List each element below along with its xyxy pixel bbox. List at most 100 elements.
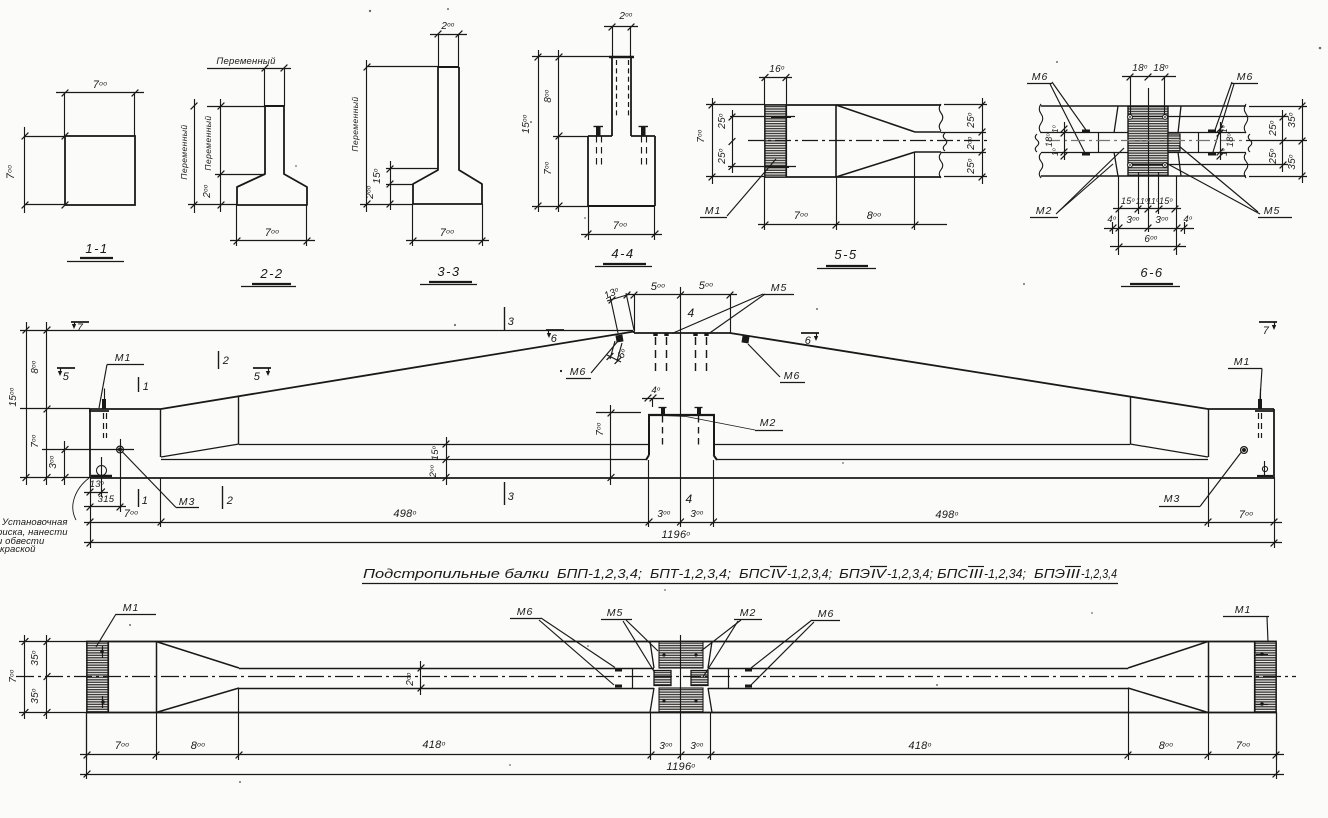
svg-text:15oo: 15oo — [8, 387, 19, 406]
svg-text:М5: М5 — [1264, 205, 1281, 217]
svg-text:25o: 25o — [966, 112, 977, 129]
svg-text:БПП-1,2,3,4;: БПП-1,2,3,4; — [557, 566, 642, 581]
svg-text:1: 1 — [143, 381, 150, 393]
svg-text:Переменный: Переменный — [350, 96, 360, 151]
svg-text:IV: IV — [871, 566, 888, 581]
svg-text:18o: 18o — [1225, 133, 1235, 147]
svg-text:2: 2 — [226, 495, 234, 507]
svg-text:35o: 35o — [1287, 154, 1298, 170]
svg-text:2oo: 2oo — [428, 464, 439, 478]
svg-text:8oo: 8oo — [543, 89, 554, 103]
svg-text:2oo: 2oo — [440, 21, 455, 32]
svg-text:13o: 13o — [90, 479, 105, 490]
svg-text:М3: М3 — [179, 496, 196, 508]
svg-text:БПЭ: БПЭ — [839, 566, 870, 581]
svg-text:БПТ-1,2,3,4;: БПТ-1,2,3,4; — [650, 566, 731, 581]
svg-text:3oo: 3oo — [1155, 215, 1169, 226]
svg-text:6: 6 — [805, 335, 812, 347]
svg-text:18o: 18o — [1044, 133, 1054, 147]
svg-text:БПС: БПС — [739, 566, 771, 581]
svg-text:25o: 25o — [966, 158, 977, 175]
svg-text:3: 3 — [508, 491, 515, 503]
svg-text:краской: краской — [0, 544, 36, 555]
svg-text:6-6: 6-6 — [1140, 265, 1163, 280]
svg-text:7oo: 7oo — [543, 161, 554, 175]
svg-text:2oo: 2oo — [202, 184, 213, 199]
svg-text:11o: 11o — [1147, 196, 1160, 206]
svg-text:-1,2,34;: -1,2,34; — [984, 566, 1026, 581]
svg-text:М6: М6 — [784, 370, 801, 382]
svg-text:15o: 15o — [1159, 196, 1173, 206]
svg-text:М2: М2 — [1036, 205, 1053, 217]
svg-text:25o: 25o — [1268, 120, 1279, 137]
svg-text:3-3: 3-3 — [437, 264, 460, 279]
svg-text:М1: М1 — [705, 205, 722, 217]
svg-text:15o: 15o — [1121, 196, 1135, 206]
svg-text:М2: М2 — [760, 417, 777, 429]
svg-text:7oo: 7oo — [30, 434, 41, 448]
svg-text:1o: 1o — [1050, 125, 1060, 133]
svg-text:1-1: 1-1 — [85, 241, 108, 256]
svg-text:3oo: 3oo — [657, 509, 671, 520]
svg-text:25o: 25o — [1268, 148, 1279, 165]
svg-text:М6: М6 — [570, 366, 587, 378]
svg-text:М1: М1 — [115, 352, 132, 364]
svg-text:-1,2,3,4: -1,2,3,4 — [1081, 566, 1117, 581]
svg-text:М6: М6 — [1032, 71, 1049, 83]
svg-text:5-5: 5-5 — [834, 247, 857, 262]
svg-text:4: 4 — [687, 306, 694, 320]
svg-text:3: 3 — [508, 316, 515, 328]
svg-text:1o: 1o — [1219, 125, 1229, 133]
svg-text:М1: М1 — [123, 602, 140, 614]
svg-text:5: 5 — [254, 371, 261, 383]
svg-text:IV: IV — [771, 566, 788, 581]
svg-text:4o: 4o — [651, 385, 661, 396]
svg-text:М3: М3 — [1164, 493, 1181, 505]
svg-text:2oo: 2oo — [405, 672, 416, 687]
svg-text:35o: 35o — [30, 688, 41, 704]
svg-text:III: III — [1066, 566, 1080, 581]
svg-text:1o: 1o — [1050, 148, 1060, 156]
svg-text:1: 1 — [142, 495, 149, 507]
svg-text:Подстропильные балки: Подстропильные балки — [363, 566, 549, 581]
svg-text:11o: 11o — [1136, 196, 1149, 206]
svg-text:498o: 498o — [393, 508, 416, 520]
svg-text:418o: 418o — [908, 740, 931, 752]
svg-text:риска, нанести: риска, нанести — [0, 527, 68, 538]
svg-text:М2: М2 — [740, 607, 757, 619]
svg-text:М5: М5 — [607, 607, 624, 619]
svg-text:2oo: 2oo — [966, 136, 977, 151]
svg-text:БПС: БПС — [937, 566, 969, 581]
svg-text:Установочная: Установочная — [1, 517, 68, 528]
svg-text:15oo: 15oo — [521, 114, 532, 133]
svg-text:М5: М5 — [771, 282, 788, 294]
svg-text:3oo: 3oo — [1126, 215, 1140, 226]
svg-text:М6: М6 — [818, 608, 835, 620]
svg-text:3oo: 3oo — [690, 741, 704, 752]
svg-text:35o: 35o — [30, 650, 41, 666]
svg-text:7: 7 — [77, 322, 84, 334]
svg-text:-1,2,3,4;: -1,2,3,4; — [787, 566, 832, 581]
svg-text:15o: 15o — [430, 445, 441, 460]
svg-text:7oo: 7oo — [595, 422, 606, 436]
svg-text:Переменный: Переменный — [216, 56, 276, 67]
svg-text:16o: 16o — [769, 64, 785, 75]
svg-text:8oo: 8oo — [30, 360, 41, 374]
svg-text:15o: 15o — [372, 168, 383, 184]
svg-text:М1: М1 — [1234, 356, 1251, 368]
svg-text:25o: 25o — [717, 113, 728, 130]
svg-text:2: 2 — [222, 355, 230, 367]
svg-text:6: 6 — [551, 333, 558, 345]
svg-text:и обвести: и обвести — [0, 536, 45, 547]
svg-text:3oo: 3oo — [48, 455, 59, 469]
svg-text:3oo: 3oo — [690, 509, 704, 520]
svg-text:III: III — [969, 566, 983, 581]
svg-text:18o: 18o — [1153, 63, 1169, 74]
svg-text:М6: М6 — [1237, 71, 1254, 83]
svg-text:315: 315 — [98, 494, 115, 505]
svg-text:1196o: 1196o — [667, 761, 696, 773]
svg-text:Переменный: Переменный — [203, 115, 213, 170]
svg-text:418o: 418o — [422, 739, 445, 751]
svg-text:35o: 35o — [1287, 112, 1298, 128]
svg-text:18o: 18o — [1132, 63, 1148, 74]
